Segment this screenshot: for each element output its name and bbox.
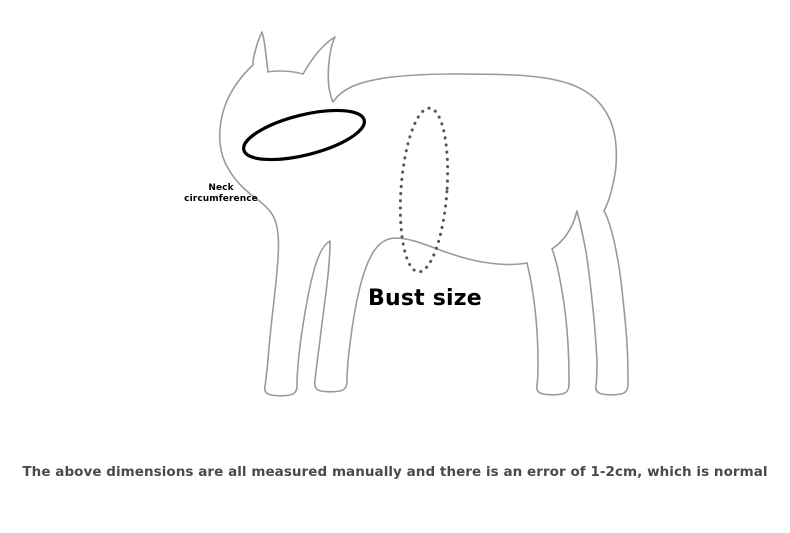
neck-circumference-ring <box>242 108 366 162</box>
neck-circumference-label: Neck circumference <box>173 183 269 205</box>
bust-size-ring <box>398 106 450 274</box>
dog-body-outline <box>218 31 629 397</box>
disclaimer-note: The above dimensions are all measured ma… <box>22 464 768 480</box>
neck-label-line-1: Neck <box>208 183 234 193</box>
neck-label-line-2: circumference <box>184 193 258 204</box>
bust-size-label: Bust size <box>368 286 482 311</box>
